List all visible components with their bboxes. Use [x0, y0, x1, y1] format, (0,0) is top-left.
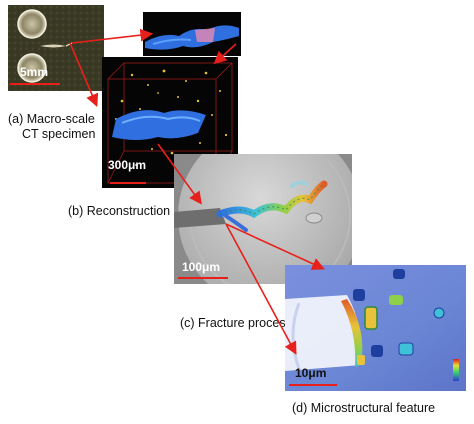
ct-specimen-photo: 5mm [8, 5, 104, 91]
label-a-line1: (a) Macro-scale [8, 112, 95, 126]
crack-inset [143, 12, 241, 56]
label-d: (d) Microstructural feature [292, 401, 436, 415]
crack-surface [112, 110, 206, 140]
void-cavity [285, 295, 362, 371]
label-b: (b) Reconstruction [68, 204, 171, 218]
microstructural-feature-view: 10μm [285, 265, 466, 391]
scale-bar-a-label: 5mm [20, 65, 49, 79]
particles-d [353, 269, 445, 365]
color-scale-bar [453, 359, 459, 381]
label-a-line2: CT specimen [22, 127, 96, 141]
inset-highlight [195, 28, 215, 42]
scale-bar-c-label: 100μm [182, 260, 221, 274]
stress-region [341, 299, 363, 367]
notch-slot [174, 208, 226, 228]
scale-bar-b-label: 300μm [108, 158, 147, 172]
notch [40, 44, 66, 48]
lower-pin-hole [17, 53, 47, 83]
scale-bar-d-label: 10μm [295, 366, 327, 380]
upper-pin-hole [17, 9, 47, 39]
inset-crack-surface [145, 25, 239, 50]
